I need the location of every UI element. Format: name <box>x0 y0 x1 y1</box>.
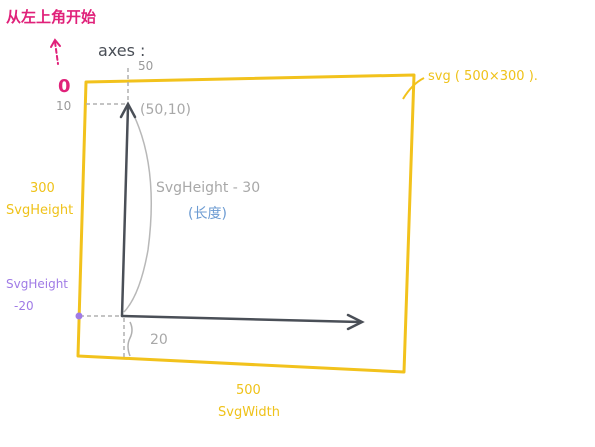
svg-box-outline <box>76 73 416 374</box>
axes-label: axes : <box>98 41 145 60</box>
origin-zero-label: 0 <box>58 76 71 97</box>
pink-arrow-icon <box>54 41 59 65</box>
bottom-20-brace <box>127 321 133 357</box>
purple-point-marker <box>75 312 83 320</box>
x-axis-arrow-icon <box>346 313 365 331</box>
svg-height-minus-30-label: SvgHeight - 30 <box>156 180 260 196</box>
pink-arrowhead-icon <box>50 38 61 48</box>
width-500-label: 500 <box>236 383 261 398</box>
svg-width-label: SvgWidth <box>218 405 280 420</box>
length-brace <box>123 103 152 313</box>
y-axis <box>120 104 130 318</box>
margin-20-label: 20 <box>150 332 168 348</box>
height-300-label: 300 <box>30 181 55 196</box>
margin-10-label: 10 <box>56 99 71 113</box>
svg-box-pointer <box>402 77 425 100</box>
svg-height-label: SvgHeight <box>6 203 73 218</box>
x-axis <box>120 314 362 324</box>
svg-height-minus-20-line2: -20 <box>14 299 34 313</box>
margin-50-label: 50 <box>138 59 153 73</box>
axis-origin-point-label: (50,10) <box>140 102 191 118</box>
svg-box-label: svg ( 500×300 ). <box>428 69 538 84</box>
y-axis-arrow-icon <box>119 101 137 119</box>
svg-height-minus-20-line1: SvgHeight <box>6 277 68 291</box>
top-left-start-note: 从左上角开始 <box>6 8 96 26</box>
length-note: (长度) <box>188 206 227 222</box>
